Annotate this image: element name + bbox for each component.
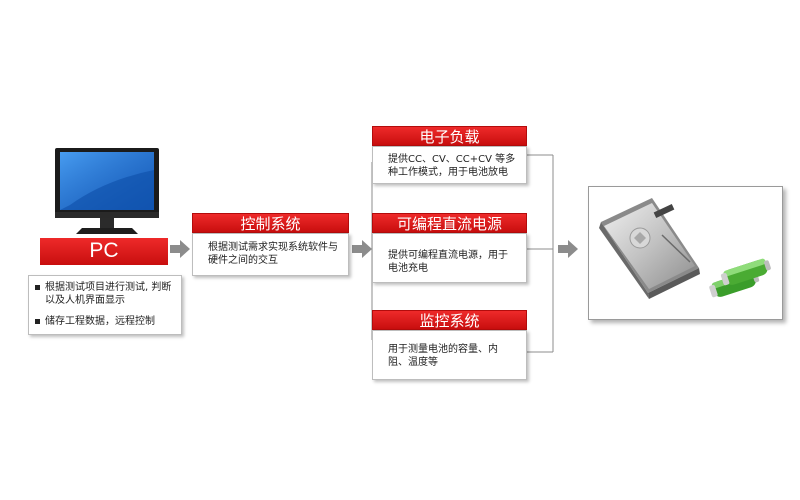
pc-label: PC: [40, 238, 168, 265]
pc-bullet-test: 根据测试项目进行测试, 判断以及人机界面显示: [35, 281, 175, 307]
control-system-description: 根据测试需求实现系统软件与硬件之间的交互: [192, 233, 349, 276]
battery-result-box: [588, 186, 783, 320]
monitoring-title: 监控系统: [372, 310, 527, 330]
electronic-load-title: 电子负载: [372, 126, 527, 146]
pc-bullet-storage: 储存工程数据，远程控制: [35, 315, 175, 328]
pc-monitor-icon: [55, 148, 159, 234]
right-bracket-line: [527, 154, 554, 353]
pc-description-box: 根据测试项目进行测试, 判断以及人机界面显示 储存工程数据，远程控制: [28, 275, 182, 335]
control-system-title: 控制系统: [192, 213, 349, 233]
monitoring-description: 用于测量电池的容量、内阻、温度等: [372, 330, 527, 380]
arrow-control-to-devices: [352, 240, 372, 258]
arrow-pc-to-control: [170, 240, 190, 258]
power-supply-title: 可编程直流电源: [372, 213, 527, 233]
power-supply-description: 提供可编程直流电源，用于电池充电: [372, 233, 527, 283]
electronic-load-description: 提供CC、CV、CC+CV 等多种工作模式，用于电池放电: [372, 146, 527, 184]
arrow-to-battery: [558, 240, 578, 258]
